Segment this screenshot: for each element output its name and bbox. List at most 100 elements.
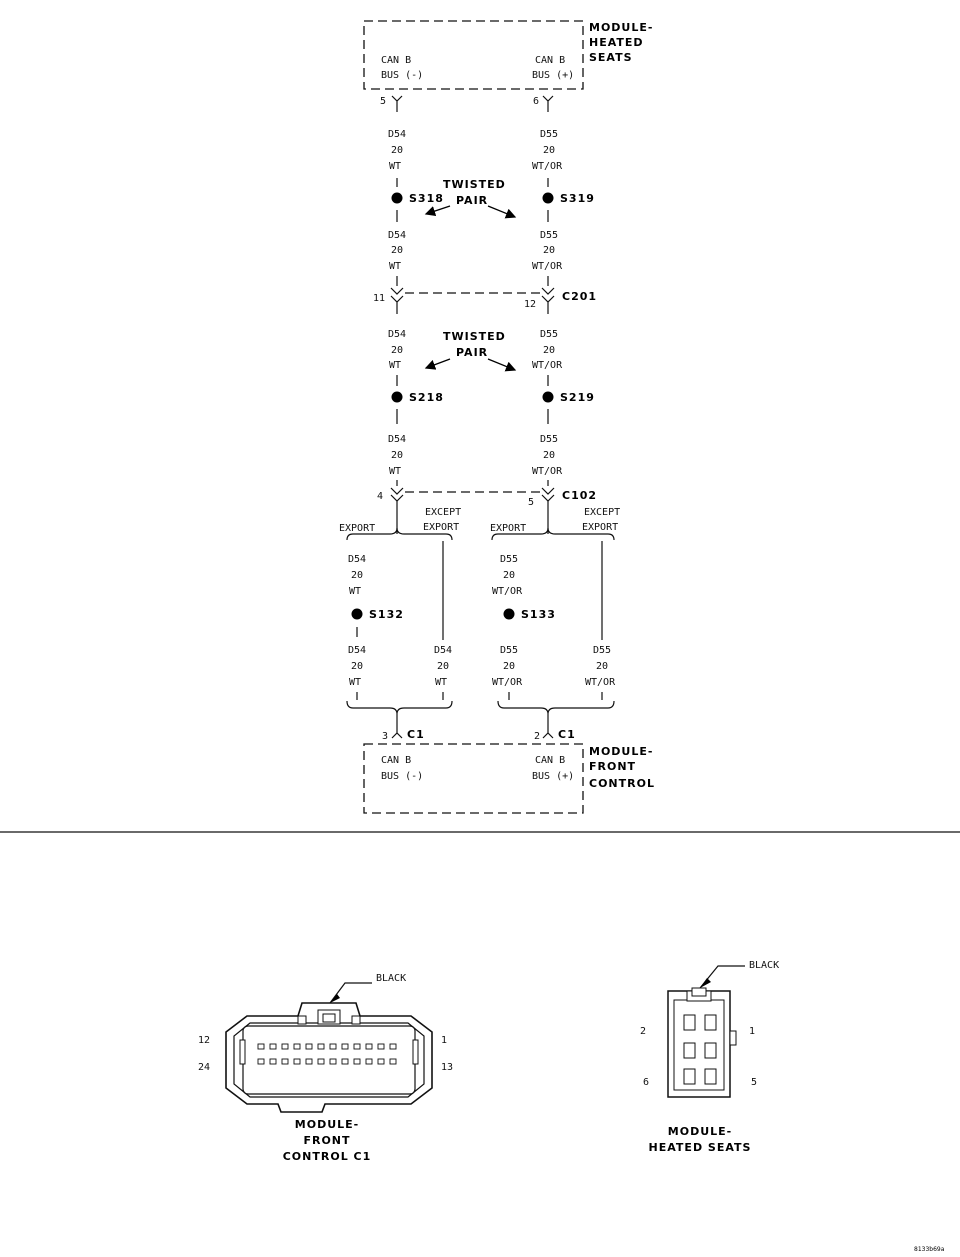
wire-label-d55: D55 20 WT/OR bbox=[492, 645, 523, 688]
svg-text:D54: D54 bbox=[388, 129, 406, 140]
svg-text:D55: D55 bbox=[540, 129, 558, 140]
splice-label: S218 bbox=[409, 391, 444, 404]
svg-text:D54: D54 bbox=[434, 645, 452, 656]
svg-text:WT/OR: WT/OR bbox=[532, 161, 563, 172]
svg-text:D54: D54 bbox=[388, 329, 406, 340]
svg-text:WT: WT bbox=[349, 677, 361, 688]
twisted-pair-label: PAIR bbox=[456, 346, 488, 359]
pin-cavity bbox=[389, 1043, 397, 1050]
svg-text:20: 20 bbox=[391, 145, 403, 156]
pin-number: 5 bbox=[528, 497, 534, 508]
pin-cavity bbox=[293, 1043, 301, 1050]
variant-label: EXPORT bbox=[582, 522, 618, 533]
svg-text:WT: WT bbox=[389, 261, 401, 272]
pin-cavity bbox=[317, 1058, 325, 1065]
pin-number: 2 bbox=[640, 1026, 646, 1037]
svg-text:20: 20 bbox=[596, 661, 608, 672]
wire-label-d55: D55 20 WT/OR bbox=[532, 329, 563, 371]
splice-s318-dot bbox=[391, 192, 403, 204]
svg-text:D55: D55 bbox=[540, 230, 558, 241]
pin-number: 12 bbox=[524, 299, 536, 310]
pin-cavities bbox=[257, 1043, 397, 1065]
twisted-pair-label: TWISTED bbox=[443, 178, 506, 191]
svg-text:D55: D55 bbox=[593, 645, 611, 656]
pin-cavity bbox=[317, 1043, 325, 1050]
pin-label: BUS (-) bbox=[381, 70, 423, 81]
module-heated-seats: MODULE- HEATED SEATS CAN B BUS (-) CAN B… bbox=[363, 20, 653, 107]
svg-text:WT: WT bbox=[389, 466, 401, 477]
pin-number: 6 bbox=[643, 1077, 649, 1088]
splice-s319-dot bbox=[542, 192, 554, 204]
svg-text:D54: D54 bbox=[388, 230, 406, 241]
svg-text:WT: WT bbox=[349, 586, 361, 597]
pin-number: 24 bbox=[198, 1062, 210, 1073]
variant-label: EXCEPT bbox=[425, 507, 461, 518]
svg-text:20: 20 bbox=[351, 570, 363, 581]
pin-number: 3 bbox=[382, 731, 388, 742]
pin-number: 13 bbox=[441, 1062, 453, 1073]
pin-cavity bbox=[293, 1058, 301, 1065]
svg-text:20: 20 bbox=[503, 661, 515, 672]
svg-text:WT/OR: WT/OR bbox=[492, 677, 523, 688]
figure-id: 8133b69a bbox=[914, 1246, 945, 1253]
connector-view-title: MODULE- bbox=[295, 1118, 359, 1131]
pin-cavity bbox=[269, 1058, 277, 1065]
svg-text:20: 20 bbox=[543, 145, 555, 156]
wire-label-d54: D54 20 WT bbox=[348, 554, 366, 597]
twisted-pair-label: TWISTED bbox=[443, 330, 506, 343]
svg-text:D55: D55 bbox=[500, 645, 518, 656]
svg-text:D55: D55 bbox=[500, 554, 518, 565]
pin-number: 11 bbox=[373, 293, 385, 304]
arrow-icon bbox=[487, 358, 517, 372]
pin-cavity bbox=[341, 1043, 349, 1050]
pin-cavity bbox=[353, 1058, 361, 1065]
pin-label: BUS (-) bbox=[381, 771, 423, 782]
module-name-line: CONTROL bbox=[589, 777, 655, 790]
svg-text:D54: D54 bbox=[348, 554, 366, 565]
pin-cavity bbox=[377, 1058, 385, 1065]
svg-text:20: 20 bbox=[391, 345, 403, 356]
pin-cavity bbox=[269, 1043, 277, 1050]
variant-label: EXCEPT bbox=[584, 507, 620, 518]
pin-number: 12 bbox=[198, 1035, 210, 1046]
splice-label: S132 bbox=[369, 608, 404, 621]
splice-label: S133 bbox=[521, 608, 556, 621]
connector-view-title: CONTROL C1 bbox=[283, 1150, 372, 1163]
svg-text:20: 20 bbox=[543, 345, 555, 356]
pin-label: BUS (+) bbox=[532, 771, 574, 782]
svg-text:WT: WT bbox=[435, 677, 447, 688]
wire-label-d55: D55 20 WT/OR bbox=[532, 434, 563, 477]
arrow-icon bbox=[487, 205, 517, 219]
svg-text:WT: WT bbox=[389, 161, 401, 172]
wire-label-d55: D55 20 WT/OR bbox=[492, 554, 523, 597]
connector-label: C1 bbox=[558, 728, 576, 741]
svg-text:WT/OR: WT/OR bbox=[532, 261, 563, 272]
connector-label: C1 bbox=[407, 728, 425, 741]
variant-brace bbox=[497, 700, 615, 715]
pin-cavity bbox=[281, 1058, 289, 1065]
pin-cavity bbox=[329, 1058, 337, 1065]
module-name-line: MODULE- bbox=[589, 21, 653, 34]
pin-cavity bbox=[257, 1058, 265, 1065]
arrow-icon bbox=[424, 205, 451, 217]
pin-label: CAN B bbox=[535, 55, 565, 66]
wire-label-d54: D54 20 WT bbox=[388, 129, 406, 172]
pin-number: 6 bbox=[533, 96, 539, 107]
connector-color-label: BLACK bbox=[749, 960, 779, 971]
pin-cavity bbox=[365, 1058, 373, 1065]
wire-label-d54: D54 20 WT bbox=[434, 645, 452, 688]
svg-text:20: 20 bbox=[543, 245, 555, 256]
wire-label-d54: D54 20 WT bbox=[388, 434, 406, 477]
pin-cavity bbox=[305, 1058, 313, 1065]
connector-view-heated-seats: BLACK 2 1 6 5 MODULE- HEATED SEATS bbox=[640, 960, 779, 1154]
svg-text:D55: D55 bbox=[540, 329, 558, 340]
splice-s219-dot bbox=[542, 391, 554, 403]
svg-text:D55: D55 bbox=[540, 434, 558, 445]
connector-c102: 4 5 C102 bbox=[377, 487, 596, 508]
connector-c201: 11 12 C201 bbox=[373, 287, 596, 314]
svg-text:20: 20 bbox=[437, 661, 449, 672]
pin-label: CAN B bbox=[381, 55, 411, 66]
svg-text:WT/OR: WT/OR bbox=[585, 677, 616, 688]
twisted-pair-label: PAIR bbox=[456, 194, 488, 207]
svg-text:D54: D54 bbox=[388, 434, 406, 445]
